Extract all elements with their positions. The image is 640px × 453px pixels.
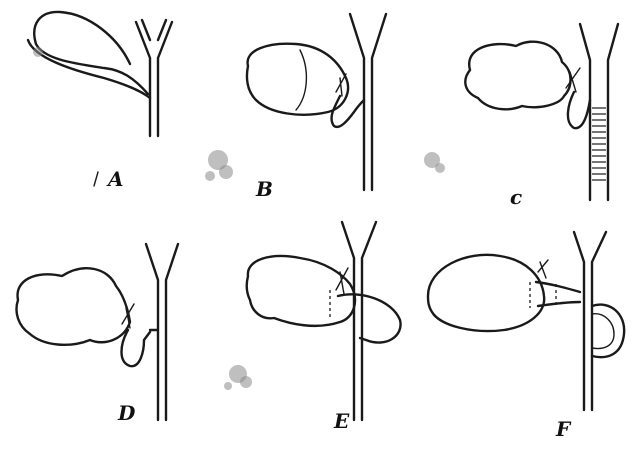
bile-duct-b xyxy=(350,14,386,190)
cystic-fold-b xyxy=(296,50,306,110)
panel-c: c xyxy=(465,24,618,209)
gallbladder-a xyxy=(34,12,148,94)
panel-label-e: E xyxy=(333,409,350,433)
panel-d: D xyxy=(17,244,179,425)
panel-label-c: c xyxy=(510,185,522,209)
gallbladder-c xyxy=(465,42,570,110)
bile-duct-a xyxy=(136,20,172,136)
panel-e: E xyxy=(247,222,401,433)
bile-duct-e xyxy=(342,222,376,420)
duct-loop-b xyxy=(332,96,364,127)
panel-label-b: B xyxy=(255,177,273,201)
bile-duct-f xyxy=(574,232,606,410)
panel-label-f: F xyxy=(555,417,572,441)
duct-loop-c xyxy=(568,92,590,128)
gallbladder-b xyxy=(247,44,348,115)
ligature-f xyxy=(538,260,548,278)
gallbladder-d xyxy=(17,268,131,345)
pen-mark-a xyxy=(94,172,98,186)
cystic-duct-a xyxy=(28,40,150,98)
scan-noise xyxy=(33,47,445,390)
gallbladder-f xyxy=(428,255,544,331)
gallbladder-e xyxy=(247,256,355,326)
stone-column-c xyxy=(592,108,606,180)
panel-f: F xyxy=(428,232,624,441)
duct-loop-inner-f xyxy=(592,314,614,349)
panel-label-a: A xyxy=(106,167,124,191)
duct-loop-d xyxy=(122,330,151,366)
duct-loop-f xyxy=(592,305,624,358)
panel-label-d: D xyxy=(117,401,136,425)
panel-b: B xyxy=(247,14,386,201)
ligature-b xyxy=(336,74,346,96)
panel-a: A xyxy=(28,12,172,191)
